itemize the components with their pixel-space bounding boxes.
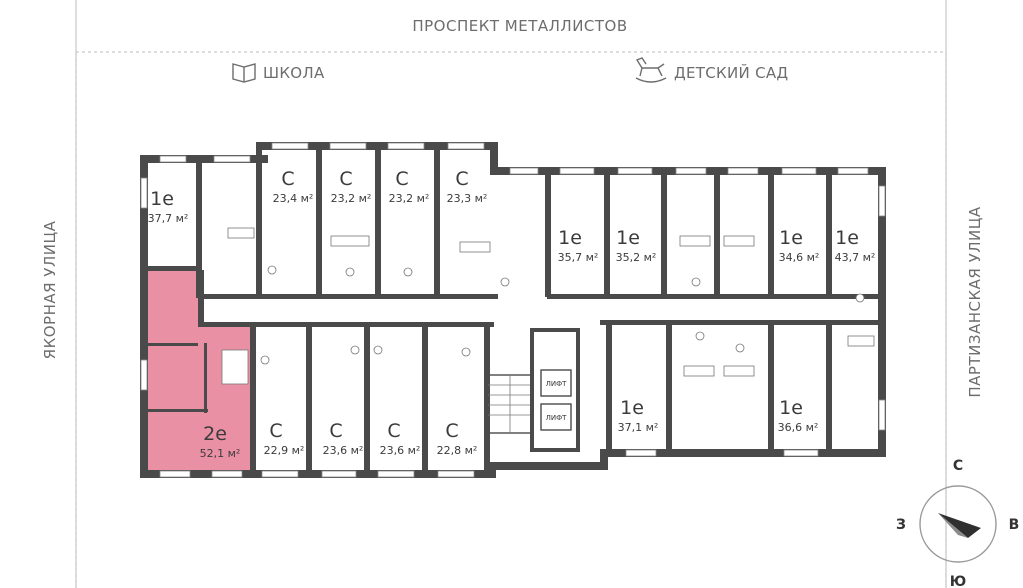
apartment-area: 35,7 м² <box>558 251 599 264</box>
lift-2-label: ЛИФТ <box>546 414 568 422</box>
compass-east: В <box>1009 517 1020 533</box>
apartment-area: 23,6 м² <box>323 444 364 457</box>
apartment-2e-highlight[interactable] <box>148 270 252 470</box>
apartment-top-6[interactable]: 1е 35,7 м² <box>558 227 599 264</box>
apartment-area: 35,2 м² <box>616 251 657 264</box>
apartment-bottom-1[interactable]: 2е 52,1 м² <box>200 423 241 460</box>
apartment-area: 22,8 м² <box>437 444 478 457</box>
apartment-type: 1е <box>558 227 582 249</box>
apartment-area: 23,2 м² <box>331 192 372 205</box>
book-icon <box>232 63 256 83</box>
apartment-type: С <box>387 420 400 442</box>
apartment-top-7[interactable]: 1е 35,2 м² <box>616 227 657 264</box>
apartment-bottom-7[interactable]: 1е 36,6 м² <box>778 397 819 434</box>
apartment-area: 23,4 м² <box>273 192 314 205</box>
apartment-type: С <box>329 420 342 442</box>
rocking-horse-icon <box>635 57 667 83</box>
apartment-area: 22,9 м² <box>264 444 305 457</box>
street-west: ЯКОРНАЯ УЛИЦА <box>41 220 59 359</box>
apartment-top-9[interactable]: 1е 43,7 м² <box>835 227 876 264</box>
street-north: ПРОСПЕКТ МЕТАЛЛИСТОВ <box>412 17 627 35</box>
site-borders <box>75 0 947 588</box>
apartment-top-4[interactable]: С 23,2 м² <box>389 168 430 205</box>
apartment-area: 23,6 м² <box>380 444 421 457</box>
lift-1-label: ЛИФТ <box>546 380 568 388</box>
apartment-area: 23,3 м² <box>447 192 488 205</box>
compass-north: С <box>953 458 963 474</box>
apartment-area: 37,1 м² <box>618 421 659 434</box>
apartment-area: 37,7 м² <box>148 212 189 225</box>
apartment-type: 1е <box>616 227 640 249</box>
apartment-type: С <box>339 168 352 190</box>
apartment-top-3[interactable]: С 23,2 м² <box>331 168 372 205</box>
apartment-bottom-5[interactable]: С 22,8 м² <box>437 420 478 457</box>
apartment-type: 1е <box>779 397 803 419</box>
street-east: ПАРТИЗАНСКАЯ УЛИЦА <box>966 206 984 397</box>
compass-west: З <box>896 517 906 533</box>
poi-school: ШКОЛА <box>232 63 325 83</box>
apartment-type: С <box>281 168 294 190</box>
apartment-bottom-6[interactable]: 1е 37,1 м² <box>618 397 659 434</box>
apartment-type: 1е <box>779 227 803 249</box>
apartment-area: 23,2 м² <box>389 192 430 205</box>
apartment-type: С <box>395 168 408 190</box>
core: ЛИФТ ЛИФТ <box>487 328 580 452</box>
apartment-top-1[interactable]: 1е 37,7 м² <box>148 188 189 225</box>
poi-school-label: ШКОЛА <box>263 64 325 82</box>
apartment-bottom-3[interactable]: С 23,6 м² <box>323 420 364 457</box>
apartment-type: С <box>269 420 282 442</box>
windows <box>140 142 886 478</box>
fixtures <box>221 227 875 385</box>
apartment-area: 52,1 м² <box>200 447 241 460</box>
apartment-area: 36,6 м² <box>778 421 819 434</box>
apartment-type: 1е <box>150 188 174 210</box>
apartment-bottom-2[interactable]: С 22,9 м² <box>264 420 305 457</box>
apartment-top-8[interactable]: 1е 34,6 м² <box>779 227 820 264</box>
poi-kindergarten: ДЕТСКИЙ САД <box>635 57 788 83</box>
apartment-type: С <box>445 420 458 442</box>
apartment-bottom-4[interactable]: С 23,6 м² <box>380 420 421 457</box>
building-walls <box>140 142 886 478</box>
apartment-top-5[interactable]: С 23,3 м² <box>447 168 488 205</box>
apartment-type: С <box>455 168 468 190</box>
apartment-type: 2е <box>203 423 227 445</box>
apartment-top-2[interactable]: С 23,4 м² <box>273 168 314 205</box>
compass-south: Ю <box>950 574 966 588</box>
compass-needle-icon <box>938 513 981 538</box>
apartment-area: 43,7 м² <box>835 251 876 264</box>
compass: С Ю З В <box>896 458 1019 588</box>
apartment-area: 34,6 м² <box>779 251 820 264</box>
poi-kindergarten-label: ДЕТСКИЙ САД <box>674 63 788 82</box>
apartment-type: 1е <box>620 397 644 419</box>
apartment-type: 1е <box>835 227 859 249</box>
